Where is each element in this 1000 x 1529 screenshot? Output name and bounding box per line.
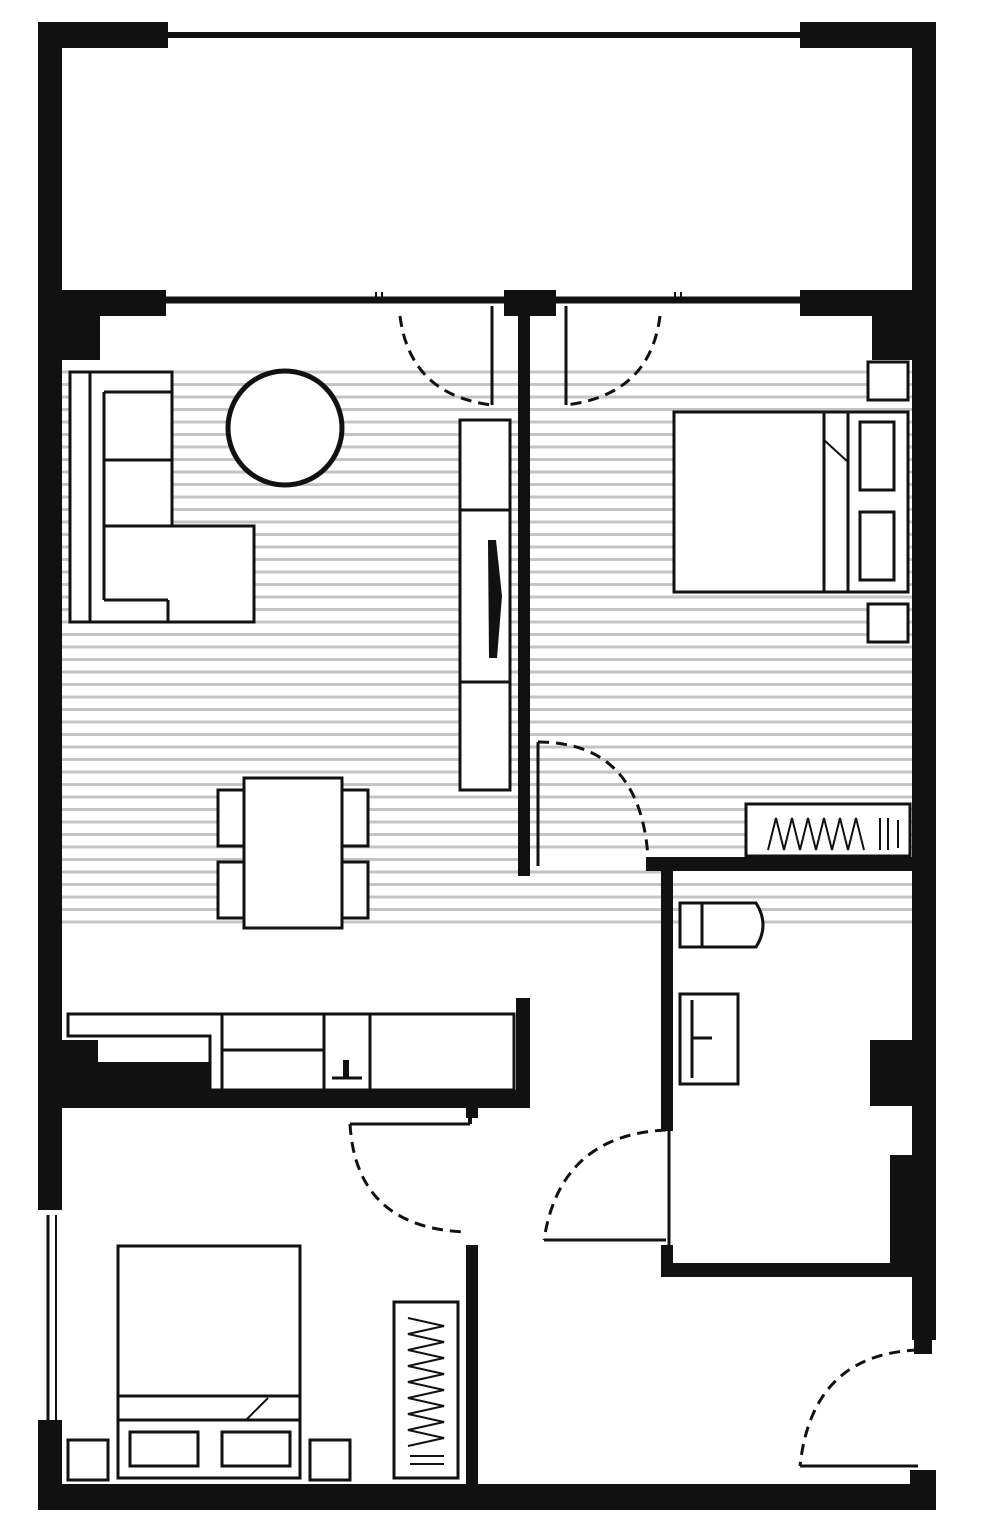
dining-chair	[216, 788, 246, 848]
bedside-table	[866, 602, 910, 644]
double-bed-1	[672, 410, 910, 594]
toilet	[678, 901, 765, 949]
bedroom-1-door	[536, 740, 650, 866]
wardrobe-1	[744, 802, 912, 858]
round-coffee-table	[225, 368, 345, 488]
wardrobe-2	[392, 1300, 460, 1480]
balcony	[38, 22, 936, 322]
pillow	[128, 1430, 200, 1468]
bedside-table	[66, 1438, 110, 1482]
exterior-walls	[38, 290, 936, 1510]
entry-door	[798, 1340, 932, 1468]
dining-chair	[216, 860, 246, 920]
balcony-sliding-door-right	[556, 292, 800, 407]
vanity-basin	[678, 992, 740, 1086]
bedside-table	[866, 360, 910, 402]
tv-unit	[458, 418, 512, 792]
dining-table	[216, 776, 370, 930]
double-bed-2	[116, 1244, 302, 1480]
pillow	[858, 420, 896, 492]
bedside-table	[308, 1438, 352, 1482]
kitchen-counter	[66, 1012, 516, 1092]
bathroom-door	[542, 1128, 667, 1242]
dining-chair	[340, 860, 370, 920]
pillow	[858, 510, 896, 582]
interior-walls	[38, 316, 912, 1500]
pillow	[220, 1430, 292, 1468]
balcony-sliding-door-left	[166, 292, 504, 407]
tv-icon	[488, 540, 502, 658]
bedroom-2-door	[348, 1108, 472, 1234]
sofa	[68, 370, 256, 624]
dining-chair	[340, 788, 370, 848]
